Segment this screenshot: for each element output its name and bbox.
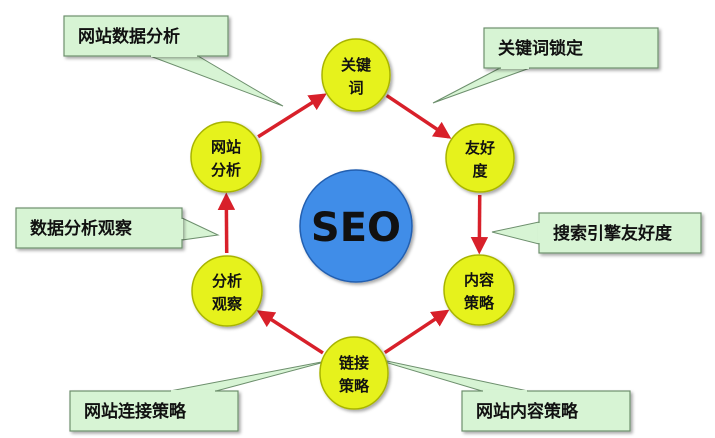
node-circle [321, 38, 391, 112]
node-label-line: 链接 [339, 354, 369, 372]
center-circle [299, 169, 413, 283]
node-content: 内容策略 [443, 254, 515, 326]
node-observe: 分析观察 [191, 255, 263, 327]
node-friendliness: 友好度 [445, 123, 515, 193]
center-label: SEO [311, 205, 401, 251]
node-label-line: 分析 [211, 161, 241, 179]
callout-box [483, 27, 659, 69]
center-seo: SEO [299, 169, 413, 283]
node-label-line: 策略 [463, 294, 495, 312]
node-circle [191, 255, 263, 327]
node-label-line: 分析 [212, 272, 242, 290]
node-label-line: 网站 [211, 138, 241, 156]
node-circle [190, 121, 262, 193]
arrow-link-to-observe [256, 310, 324, 355]
callout-pointer [432, 67, 531, 104]
callout-link-strategy: 网站连接策略 [69, 359, 333, 432]
arrow-link-to-content [383, 309, 450, 354]
callout-engine-friendliness: 搜索引擎友好度 [491, 212, 702, 254]
callout-box [63, 15, 229, 57]
node-label-line: 关键 [341, 56, 371, 74]
callout-text: 网站数据分析 [78, 26, 180, 47]
callout-text: 网站内容策略 [476, 401, 579, 422]
callout-text: 关键词锁定 [498, 38, 583, 59]
node-label-line: 观察 [212, 295, 243, 313]
node-label-line: 内容 [464, 271, 494, 289]
callout-site-data-analysis: 网站数据分析 [63, 15, 284, 107]
callout-box [69, 390, 239, 432]
callout-pointer [181, 217, 220, 241]
callout-keyword-lock: 关键词锁定 [432, 27, 659, 104]
callout-box [461, 390, 631, 432]
node-label-line: 友好 [465, 139, 495, 157]
callout-pointer [491, 221, 540, 245]
node-circle [319, 336, 389, 410]
node-circle [445, 123, 515, 193]
callout-pointer [169, 359, 333, 392]
node-label-line: 策略 [338, 377, 370, 395]
callout-pointer [367, 356, 529, 392]
node-keyword: 关键词 [321, 38, 391, 112]
callout-data-observe: 数据分析观察 [15, 207, 220, 249]
node-label-line: 词 [348, 79, 363, 97]
callout-content-strategy: 网站内容策略 [367, 356, 631, 432]
callout-box [15, 207, 183, 249]
arrow-site-to-keyword [257, 93, 327, 139]
node-circle [443, 254, 515, 326]
callout-text: 数据分析观察 [30, 218, 133, 239]
callout-pointer [149, 55, 284, 107]
arrow-keyword-to-friendliness [385, 94, 452, 139]
node-label-line: 度 [472, 162, 488, 180]
callout-text: 网站连接策略 [84, 401, 187, 422]
callout-text: 搜索引擎友好度 [553, 223, 673, 244]
